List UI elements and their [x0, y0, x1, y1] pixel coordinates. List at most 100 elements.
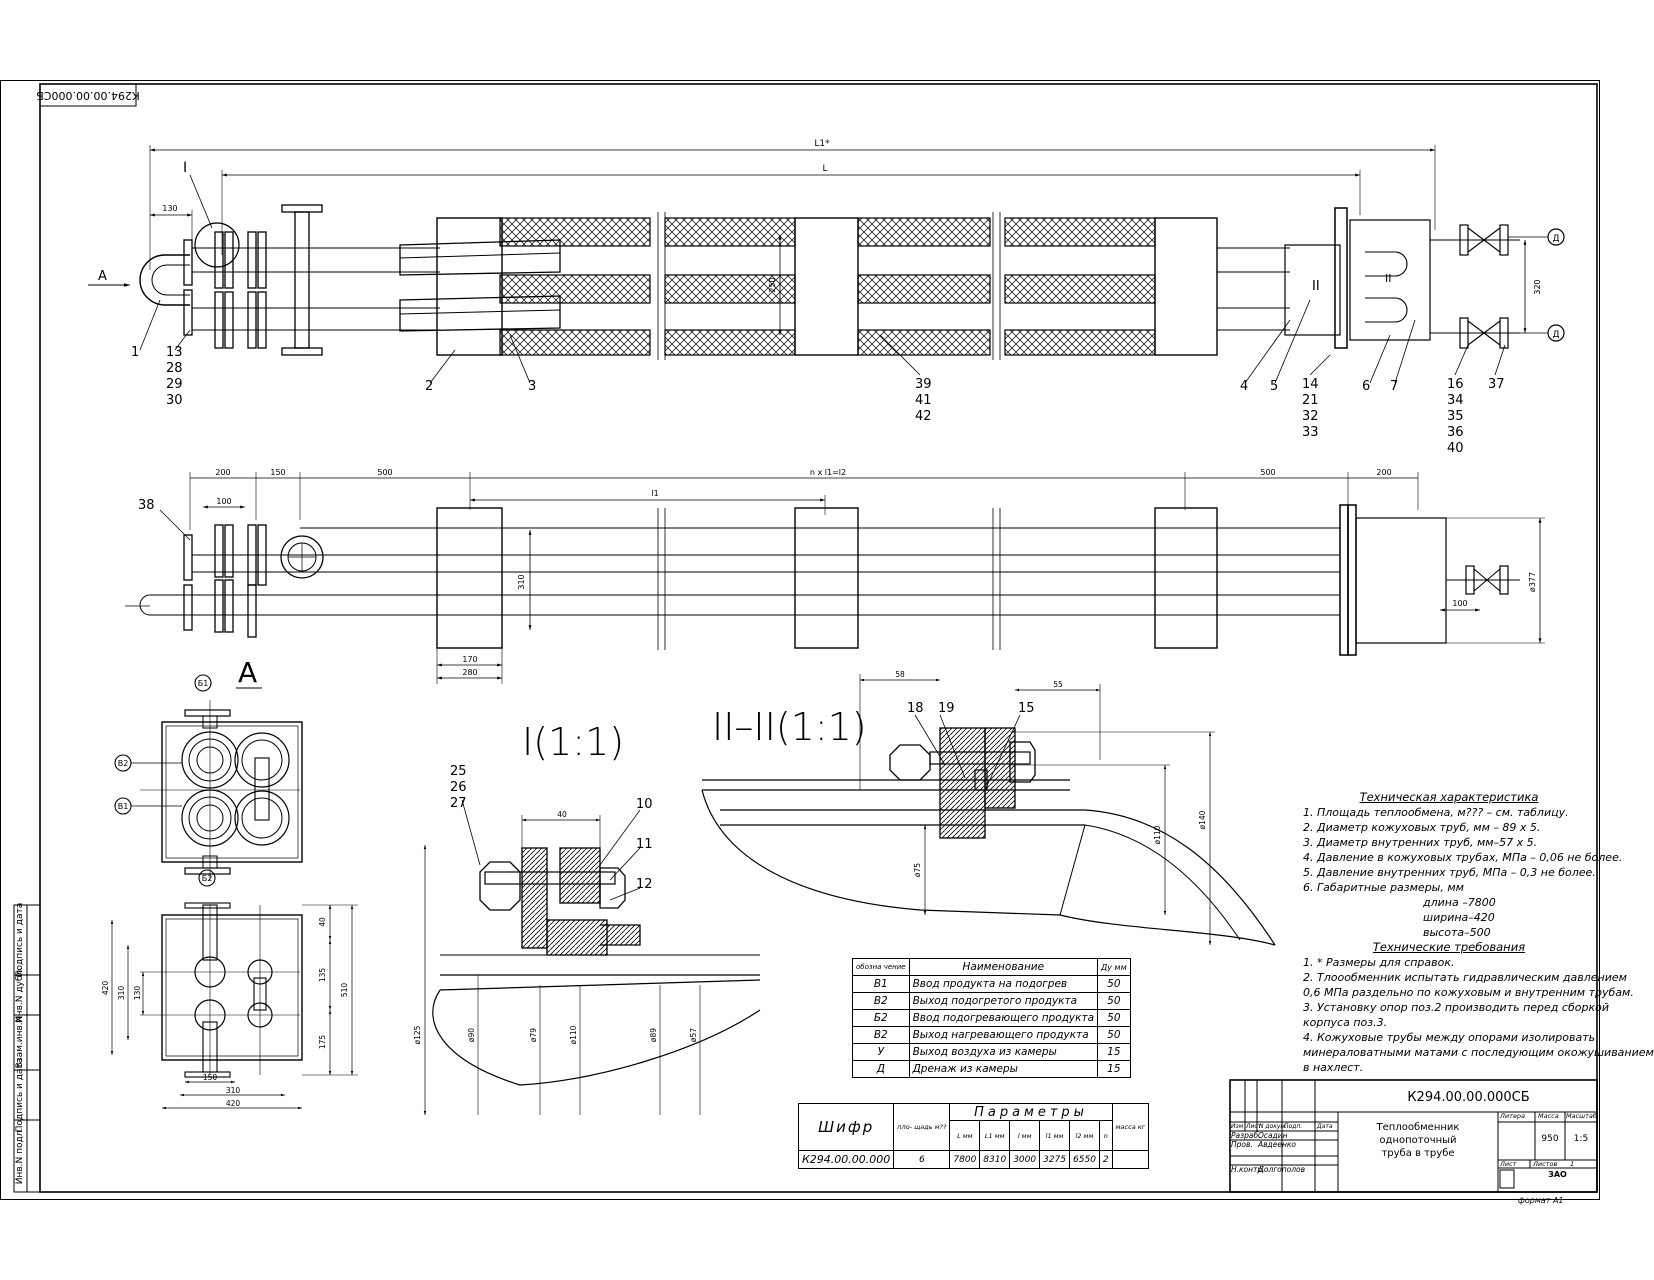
port-name: Выход подогретого продукта	[908, 992, 1099, 1010]
scale-label: Масштаб	[1566, 1112, 1597, 1120]
params-code-header: Шифр	[797, 1103, 895, 1151]
callout-37: 37	[1488, 377, 1505, 392]
side-stamp-2: Подпись и дата	[15, 1058, 25, 1133]
callout-38: 38	[138, 498, 155, 513]
params-code: К294.00.00.000	[797, 1150, 895, 1169]
tech-req-8: в нахлест.	[1303, 1061, 1364, 1074]
middle-view	[125, 472, 1545, 684]
s1-dim-79: ø79	[529, 1028, 538, 1042]
callout-29: 29	[166, 377, 183, 392]
dim-200b: 200	[1376, 468, 1391, 477]
tech-spec-1: 1. Площадь теплообмена, м??? – см. табли…	[1303, 806, 1569, 819]
table-row: В1 Ввод продукта на подогрев 50	[852, 975, 1131, 993]
dim-500b: 500	[1260, 468, 1275, 477]
tech-spec-4: 4. Давление в кожуховых трубах, МПа – 0,…	[1303, 851, 1623, 864]
tech-req-3: 0,6 МПа раздельно по кожуховым и внутрен…	[1303, 986, 1634, 999]
callout-4: 4	[1240, 379, 1248, 394]
tech-req-title: Технические требования	[1372, 940, 1526, 954]
params-l: 3000	[1009, 1150, 1041, 1169]
title-line-2: однопоточный	[1379, 1135, 1457, 1146]
dim-250: 250	[768, 277, 777, 292]
dim-320: 320	[1533, 279, 1542, 294]
s2-dim-75: ø75	[913, 863, 922, 877]
callout-41: 41	[915, 393, 932, 408]
side-stamp-5: Подпись и дата	[15, 903, 25, 978]
params-header-L: L мм	[949, 1120, 981, 1151]
dim-a-135: 135	[318, 968, 327, 983]
role-normcontrol: Н.контр.	[1231, 1165, 1265, 1174]
port-code: Б2	[852, 1009, 910, 1027]
ports-header-dn: Ду мм	[1097, 958, 1131, 976]
drawing-frame	[0, 80, 1600, 1200]
dim-a-420b: 420	[226, 1099, 241, 1108]
s2-dim-58: 58	[895, 670, 905, 679]
callout-34: 34	[1447, 393, 1464, 408]
callout-32: 32	[1302, 409, 1319, 424]
title-code: К294.00.00.000СБ	[1407, 1090, 1530, 1105]
port-dn: 50	[1097, 992, 1131, 1010]
port-d-1: Д	[1552, 234, 1559, 244]
dim-377: ø377	[1528, 572, 1537, 592]
tech-spec-5: 5. Давление внутренних труб, МПа – 0,3 н…	[1303, 866, 1596, 879]
section-2-callouts: 18 19 15	[907, 701, 1035, 716]
role-developer: Разраб.	[1231, 1131, 1261, 1140]
tech-req-6: 4. Кожуховые трубы между опорами изолиро…	[1303, 1031, 1596, 1044]
ports-table: обозна чение Наименование Ду мм В1 Ввод …	[852, 958, 1131, 1078]
middle-dims-text: 200 150 500 n x l1=l2 500 200 100 l1 310…	[215, 468, 1537, 677]
port-dn: 50	[1097, 1026, 1131, 1044]
params-header-l: l мм	[1009, 1120, 1041, 1151]
table-row: У Выход воздуха из камеры 15	[852, 1043, 1131, 1061]
section-2-dims: 58 55 ø110 ø140 ø75	[895, 670, 1207, 877]
callout-27: 27	[450, 796, 467, 811]
params-l1: 3275	[1039, 1150, 1071, 1169]
callout-10: 10	[636, 797, 653, 812]
callout-5: 5	[1270, 379, 1278, 394]
port-name: Ввод подогревающего продукта	[908, 1009, 1099, 1027]
title-line-3: труба в трубе	[1381, 1148, 1455, 1159]
size-height: высота–500	[1423, 926, 1491, 939]
port-name: Ввод продукта на подогрев	[908, 975, 1099, 993]
ports-header-name: Наименование	[908, 958, 1099, 976]
callout-16: 16	[1447, 377, 1464, 392]
section-mark-1: I	[183, 160, 187, 176]
s2-dim-55: 55	[1053, 680, 1063, 689]
callout-11: 11	[636, 837, 653, 852]
callout-39: 39	[915, 377, 932, 392]
table-row: Б2 Ввод подогревающего продукта 50	[852, 1009, 1131, 1027]
litera-label: Литера	[1500, 1112, 1526, 1120]
port-dn: 15	[1097, 1060, 1131, 1078]
port-b1: Б1	[198, 679, 209, 688]
dim-200a: 200	[215, 468, 230, 477]
tech-req-7: минераловатными матами с последующим око…	[1303, 1046, 1654, 1059]
params-l2: 6550	[1069, 1150, 1100, 1169]
params-title: Параметры	[949, 1103, 1113, 1121]
s1-dim-90: ø90	[467, 1028, 476, 1042]
sheet-label: Лист	[1500, 1160, 1517, 1168]
port-dn: 50	[1097, 975, 1131, 993]
arrow-a-label: A	[98, 269, 107, 284]
view-a-label: А	[238, 656, 257, 689]
role-header-doc: N докум.	[1259, 1123, 1287, 1130]
s1-dim-89: ø89	[649, 1028, 658, 1042]
sheets-label: Листов	[1533, 1160, 1558, 1168]
top-view	[88, 145, 1565, 384]
params-header-L1: L1 мм	[979, 1120, 1011, 1151]
tech-spec-2: 2. Диаметр кожуховых труб, мм – 89 х 5.	[1303, 821, 1541, 834]
s1-dim-125: ø125	[413, 1025, 422, 1044]
role-header-date: Дата	[1317, 1123, 1333, 1130]
s1-dim-57: ø57	[689, 1028, 698, 1042]
port-name: Дренаж из камеры	[908, 1060, 1099, 1078]
callout-25: 25	[450, 764, 467, 779]
section-mark-2b: II	[1385, 272, 1392, 285]
params-header-area: пло- щадь м??	[893, 1103, 951, 1151]
params-area: 6	[893, 1150, 951, 1169]
section-1	[423, 799, 761, 1115]
scale-value: 1:5	[1573, 1134, 1589, 1144]
dim-a-175: 175	[318, 1035, 327, 1050]
side-stamp	[13, 904, 41, 1193]
s2-dim-110: ø110	[1153, 825, 1162, 844]
section-2	[701, 674, 1276, 946]
dim-100b: 100	[1452, 599, 1467, 608]
side-stamp-1: Инв.N подл.	[15, 1128, 25, 1185]
ports-header-code: обозна чение	[852, 958, 910, 976]
